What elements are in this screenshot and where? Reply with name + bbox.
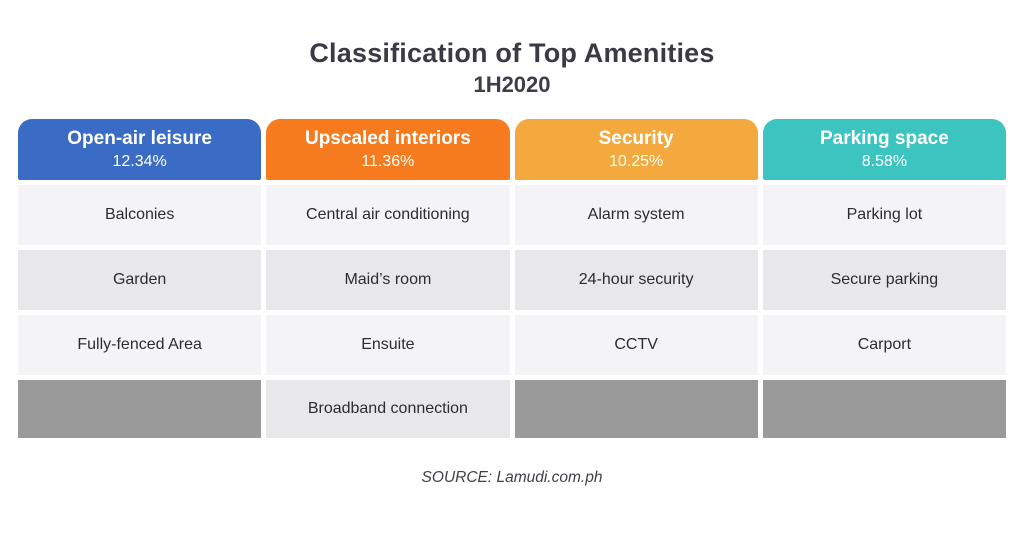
column-header-parking-space: Parking space 8.58% bbox=[762, 119, 1006, 181]
column-percent: 11.36% bbox=[361, 152, 415, 170]
empty-cell bbox=[762, 380, 1006, 439]
table-cell: Parking lot bbox=[762, 185, 1006, 246]
column-title: Open-air leisure bbox=[67, 128, 212, 150]
table-cell: Fully-fenced Area bbox=[18, 315, 262, 376]
column-header-open-air-leisure: Open-air leisure 12.34% bbox=[18, 119, 262, 181]
column-percent: 12.34% bbox=[112, 152, 167, 170]
table-cell: Alarm system bbox=[514, 185, 758, 246]
page-title: Classification of Top Amenities bbox=[309, 38, 715, 68]
page-subtitle: 1H2020 bbox=[473, 72, 551, 98]
column-percent: 8.58% bbox=[861, 152, 908, 170]
table-cell: Balconies bbox=[18, 185, 262, 246]
column-title: Security bbox=[598, 128, 674, 150]
table-cell: CCTV bbox=[514, 315, 758, 376]
column-header-upscaled-interiors: Upscaled interiors 11.36% bbox=[266, 119, 510, 181]
table-cell: Secure parking bbox=[762, 250, 1006, 311]
table-cell: Maid’s room bbox=[266, 250, 510, 311]
column-percent: 10.25% bbox=[608, 152, 664, 170]
column-title: Upscaled interiors bbox=[304, 128, 471, 150]
table-cell: Carport bbox=[762, 315, 1006, 376]
table-cell: Central air conditioning bbox=[266, 185, 510, 246]
title-block: Classification of Top Amenities 1H2020 bbox=[0, 0, 1024, 98]
table-cell: Broadband connection bbox=[266, 380, 510, 439]
empty-cell bbox=[18, 380, 262, 439]
amenities-table: Open-air leisure 12.34% Upscaled interio… bbox=[18, 119, 1006, 439]
empty-cell bbox=[514, 380, 758, 439]
table-cell: 24-hour security bbox=[514, 250, 758, 311]
table-cell: Garden bbox=[18, 250, 262, 311]
source-note: SOURCE: Lamudi.com.ph bbox=[421, 469, 603, 487]
column-header-security: Security 10.25% bbox=[514, 119, 758, 181]
table-cell: Ensuite bbox=[266, 315, 510, 376]
column-title: Parking space bbox=[819, 128, 949, 150]
